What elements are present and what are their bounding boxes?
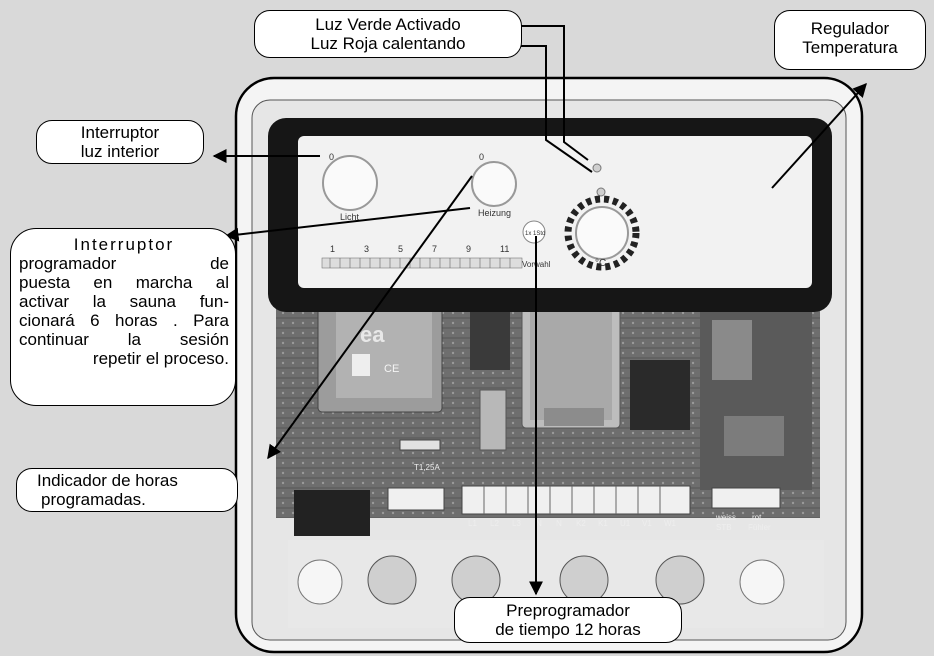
preprogramador-text-1: Preprogramador [455,601,681,620]
callout-indicador: Indicador de horas programadas. [16,468,238,512]
programador-text-2: programador de [19,254,229,273]
sensor-label-stb: STB [716,523,732,532]
terminal-block-mains [462,486,690,514]
programador-text-5: cionará 6 horas . Para [19,311,229,330]
terminal-label-k1: K1 [598,519,608,528]
callout-luz-interior: Interruptor luz interior [36,120,204,164]
cable-entry-2 [368,556,416,604]
regulador-text-1: Regulador [775,19,925,38]
sensor-label-rot: rot [752,513,762,522]
temperature-knob[interactable] [576,207,628,259]
luz-interior-text-1: Interruptor [37,123,203,142]
regulador-text-2: Temperatura [775,38,925,57]
programador-text-4: activar la sauna fun- [19,292,229,311]
heizung-zero: 0 [479,152,484,162]
terminal-label-l1: L1 [468,519,477,528]
programador-text-1: Interruptor [19,235,229,254]
indicador-text-1: Indicador de horas [37,471,237,490]
callout-luz-lamps: Luz Verde Activado Luz Roja calentando [254,10,522,58]
heizung-knob[interactable] [472,162,516,206]
terminal-label-n2: N [556,519,562,528]
terminal-label-v1: V1 [642,519,652,528]
timer-label-5: 5 [398,244,403,254]
terminal-label-u1: U1 [620,519,631,528]
sensor-label-weiss: weiss [715,513,736,522]
cable-entry-6 [740,560,784,604]
fuse [400,440,440,450]
timer-label-1: 1 [330,244,335,254]
terminal-label-l2: L2 [490,519,499,528]
licht-knob[interactable] [323,156,377,210]
licht-zero: 0 [329,152,334,162]
terminal-label-k2: K2 [576,519,586,528]
sensor-label-fuehler: Fühler [748,523,771,532]
callout-preprogramador: Preprogramador de tiempo 12 horas [454,597,682,643]
terminal-label-l3: L3 [512,519,521,528]
terminal-block-black [294,490,370,536]
green-lamp [593,164,601,172]
programador-text-7: repetir el proceso. [19,349,229,368]
red-lamp [597,188,605,196]
terminal-block-left [388,488,444,510]
terminal-block-sensor [712,488,780,508]
luz-verde-text: Luz Verde Activado [255,15,521,34]
luz-roja-text: Luz Roja calentando [255,34,521,53]
programador-text-6: continuar la sesión [19,330,229,349]
timer-strip[interactable] [322,258,522,268]
indicador-text-2: programadas. [37,490,237,509]
luz-interior-text-2: luz interior [37,142,203,161]
transformer-ce: CE [384,363,399,375]
heizung-label: Heizung [478,208,511,218]
programador-text-3: puesta en marcha al [19,273,229,292]
timer-label-3: 3 [364,244,369,254]
timer-label-9: 9 [466,244,471,254]
cable-entry-1 [298,560,342,604]
callout-regulador: Regulador Temperatura [774,10,926,70]
terminal-label-w1: W1 [664,519,677,528]
timer-label-7: 7 [432,244,437,254]
timer-label-11: 11 [500,244,509,254]
fuse-label: T1,25A [414,463,440,472]
celsius-label: °C [595,258,606,269]
preprogramador-text-2: de tiempo 12 horas [455,620,681,639]
callout-programador: Interruptor programador de puesta en mar… [10,228,236,406]
